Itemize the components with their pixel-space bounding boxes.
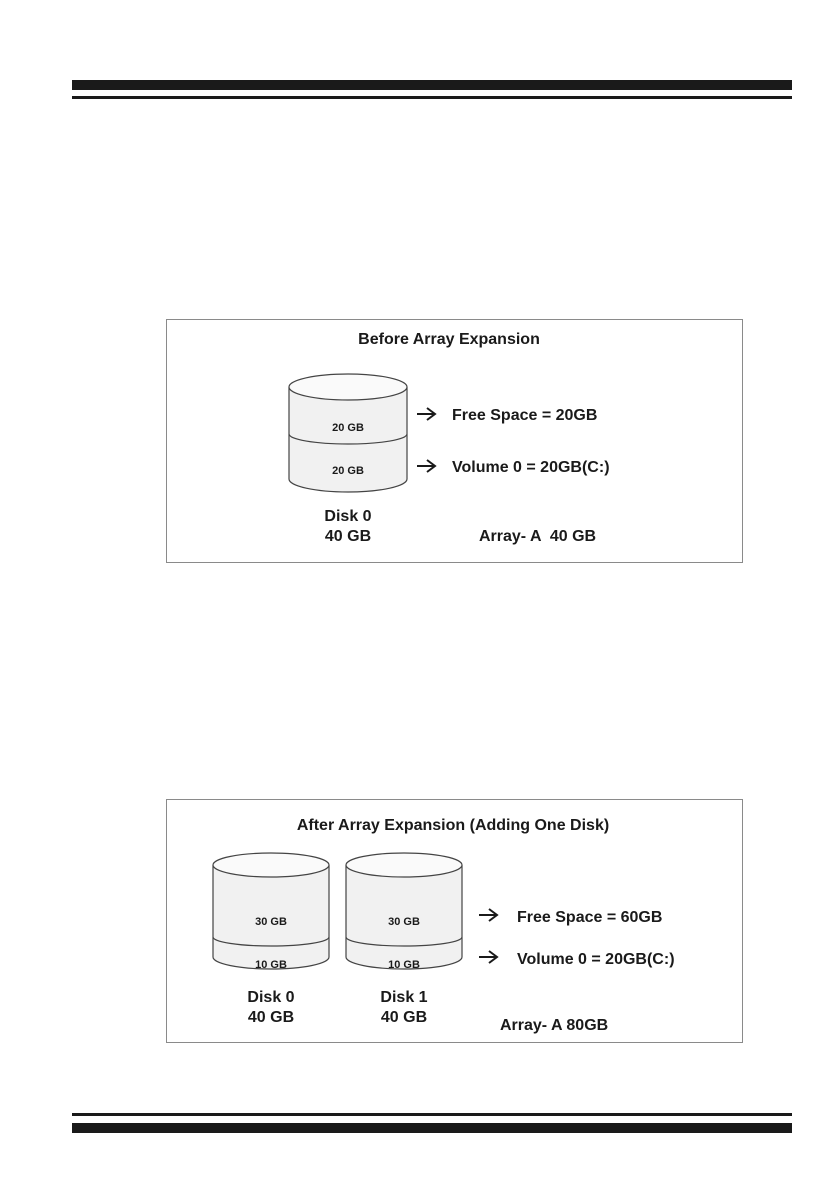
footer-rule-thin [72, 1113, 792, 1116]
disk-1-cylinder [346, 853, 462, 969]
disk-segment-label: 30 GB [388, 916, 420, 928]
arrow-icon [417, 460, 435, 472]
array-label: Array- A 40 GB [479, 528, 596, 545]
disk-segment-label: 20 GB [332, 422, 364, 434]
disk-name: Disk 1 [380, 989, 427, 1006]
array-label: Array- A 80GB [500, 1017, 608, 1034]
arrow-icon [479, 951, 497, 963]
arrow-icon [479, 909, 497, 921]
volume-label: Volume 0 = 20GB(C:) [452, 459, 610, 476]
free-space-label: Free Space = 60GB [517, 909, 662, 926]
free-space-label: Free Space = 20GB [452, 407, 597, 424]
footer-rule-thick [72, 1123, 792, 1133]
diagram-title: Before Array Expansion [358, 331, 540, 348]
after-expansion-panel: After Array Expansion (Adding One Disk) … [166, 799, 743, 1043]
disk-0-cylinder [213, 853, 329, 969]
after-expansion-diagram: After Array Expansion (Adding One Disk) … [167, 800, 744, 1044]
diagram-title: After Array Expansion (Adding One Disk) [297, 817, 609, 834]
disk-segment-label: 30 GB [255, 916, 287, 928]
disk-segment-label: 10 GB [388, 959, 420, 971]
disk-name: Disk 0 [247, 989, 294, 1006]
header-rule-thin [72, 96, 792, 99]
disk-size: 40 GB [248, 1009, 294, 1026]
disk-name: Disk 0 [324, 508, 371, 525]
before-expansion-diagram: Before Array Expansion 20 GB 20 GB Disk … [167, 320, 744, 564]
header-rule-thick [72, 80, 792, 90]
volume-label: Volume 0 = 20GB(C:) [517, 951, 675, 968]
disk-size: 40 GB [325, 528, 371, 545]
disk-segment-label: 20 GB [332, 465, 364, 477]
disk-size: 40 GB [381, 1009, 427, 1026]
disk-segment-label: 10 GB [255, 959, 287, 971]
before-expansion-panel: Before Array Expansion 20 GB 20 GB Disk … [166, 319, 743, 563]
arrow-icon [417, 408, 435, 420]
